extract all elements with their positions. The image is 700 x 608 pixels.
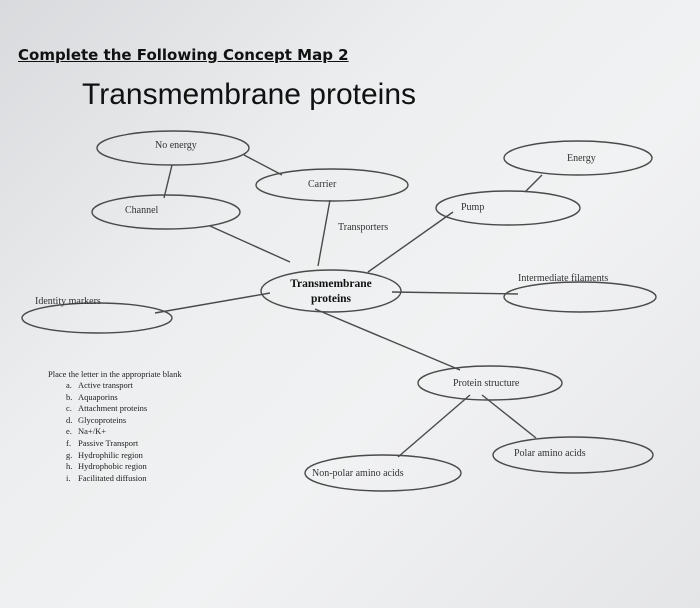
answer-option: a.Active transport <box>66 380 133 390</box>
node-energy <box>503 140 653 176</box>
label-channel: Channel <box>125 205 159 216</box>
label-polar-amino-acids: Polar amino acids <box>514 448 586 459</box>
label-pump: Pump <box>461 202 484 213</box>
answer-option: c.Attachment proteins <box>66 403 148 414</box>
answer-option: f.Passive Transport <box>66 437 139 448</box>
node-nonpolar-amino-acids <box>304 454 462 492</box>
page-title: Transmembrane proteins <box>82 78 417 111</box>
instructions-block: Place the letter in the appropriate blan… <box>48 369 182 484</box>
link-channel-center <box>209 225 291 263</box>
label-nonpolar-amino-acids: Non-polar amino acids <box>312 468 404 479</box>
node-channel <box>91 194 241 230</box>
answer-option: d.Glycoproteins <box>66 414 127 425</box>
label-identity-markers: Identity markers <box>35 296 101 307</box>
label-no-energy: No energy <box>155 140 197 151</box>
node-no-energy <box>96 130 250 166</box>
label-transporters: Transporters <box>338 222 388 233</box>
link-protein-polar <box>481 394 537 439</box>
link-center-protein <box>314 308 461 371</box>
node-protein-structure <box>417 365 563 401</box>
label-center-line1: Transmembrane <box>290 278 372 290</box>
node-polar-amino-acids <box>492 436 654 474</box>
worksheet-heading: Complete the Following Concept Map 2 <box>18 46 349 64</box>
label-center-line2: proteins <box>311 293 352 305</box>
link-protein-nonpolar <box>397 394 471 458</box>
answer-option: g.Hydrophilic region <box>66 449 143 460</box>
link-center-identity <box>154 292 271 314</box>
link-center-intermediate <box>391 291 519 295</box>
label-carrier: Carrier <box>308 179 337 190</box>
link-energy-pump <box>524 174 543 193</box>
answer-option: e.Na+/K+ <box>66 426 106 437</box>
link-carrier-center <box>317 199 331 267</box>
answer-option: i.Facilitated diffusion <box>66 472 147 483</box>
answer-options-list: a.Active transport b.Aquaporins c.Attach… <box>48 380 182 484</box>
answer-option: h.Hydrophobic region <box>66 461 147 472</box>
label-energy: Energy <box>567 153 596 164</box>
label-intermediate-filaments: Intermediate filaments <box>518 273 608 284</box>
label-protein-structure: Protein structure <box>453 378 520 389</box>
node-pump <box>435 190 581 226</box>
node-carrier <box>255 168 409 202</box>
link-noenergy-channel <box>163 164 173 199</box>
node-center <box>260 269 402 313</box>
node-identity-markers <box>21 302 173 334</box>
link-pump-center <box>367 211 454 273</box>
node-intermediate-filaments <box>503 281 657 313</box>
instructions-title: Place the letter in the appropriate blan… <box>48 369 182 379</box>
link-noenergy-carrier <box>243 154 283 176</box>
answer-option: b.Aquaporins <box>66 391 118 402</box>
